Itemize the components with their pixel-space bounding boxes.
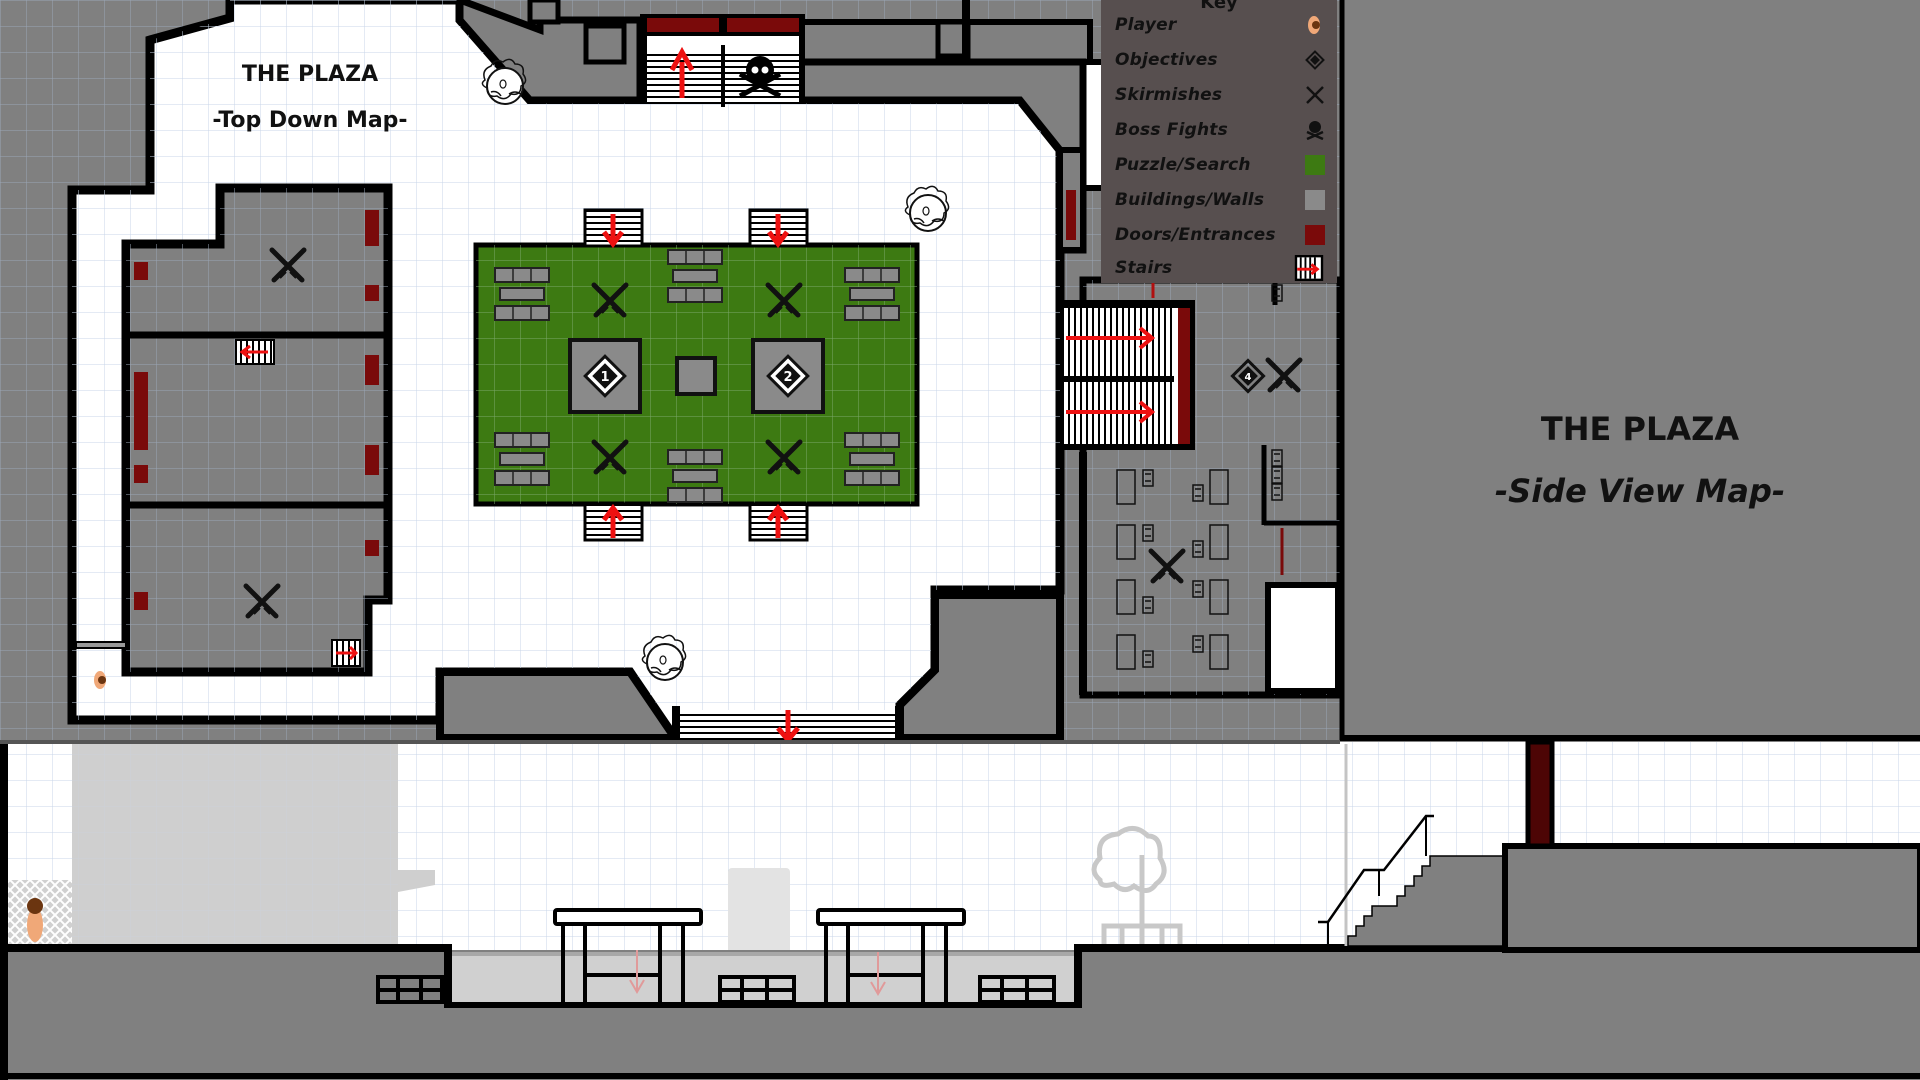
east-wing: 4	[1060, 262, 1344, 699]
shelter	[816, 908, 966, 1004]
legend-item-puzzle: Puzzle/Search	[1115, 150, 1325, 180]
side-view-subtitle: -Side View Map-	[1494, 472, 1786, 510]
legend-item-objectives: Objectives	[1115, 45, 1325, 75]
side-stairs[interactable]	[1318, 814, 1506, 947]
shelter	[553, 908, 703, 1004]
gray-swatch	[1305, 190, 1325, 210]
boss-fight-skull-icon	[738, 56, 782, 99]
legend-item-player: Player	[1115, 10, 1325, 40]
side-view-title: THE PLAZA	[1540, 410, 1740, 448]
puzzle-area: 1 2	[473, 208, 920, 542]
green-stairs[interactable]	[583, 208, 809, 542]
side-title-panel	[1340, 0, 1920, 738]
crossed-swords-icon	[1306, 86, 1324, 104]
legend-item-stairs: Stairs	[1115, 253, 1325, 283]
svg-text:4: 4	[1245, 372, 1252, 383]
red-swatch	[1305, 225, 1325, 245]
objective-4-icon[interactable]: 4	[1230, 358, 1266, 394]
left-building	[121, 183, 393, 677]
svg-text:1: 1	[600, 370, 609, 385]
player-icon[interactable]	[94, 671, 106, 689]
legend-title: Key	[1200, 0, 1238, 13]
top-structures	[456, 0, 1093, 254]
side-view-map	[0, 739, 1920, 1080]
top-down-title: THE PLAZA	[241, 62, 379, 87]
map-legend: Key Player Objectives Skirmishes Boss Fi…	[1101, 0, 1337, 283]
tree	[1091, 826, 1183, 944]
svg-text:2: 2	[783, 370, 792, 385]
player-side-icon[interactable]	[27, 898, 43, 942]
stair-arrow-up	[669, 46, 695, 98]
objective-2-icon[interactable]: 2	[766, 354, 810, 398]
bottom-exit-stairs[interactable]	[672, 706, 903, 744]
objective-diamond-icon	[1305, 50, 1325, 70]
skull-crossbones-icon	[1306, 121, 1324, 140]
stairs-icon	[1294, 255, 1324, 281]
top-down-subtitle: -Top Down Map-	[212, 108, 408, 133]
legend-item-skirmishes: Skirmishes	[1115, 80, 1325, 110]
legend-item-buildings: Buildings/Walls	[1115, 185, 1325, 215]
player-icon	[1308, 16, 1320, 34]
legend-item-boss-fights: Boss Fights	[1115, 115, 1325, 145]
legend-item-doors: Doors/Entrances	[1115, 220, 1325, 250]
boss-stairs[interactable]	[640, 14, 805, 107]
objective-1-icon[interactable]: 1	[583, 354, 627, 398]
green-swatch	[1305, 155, 1325, 175]
